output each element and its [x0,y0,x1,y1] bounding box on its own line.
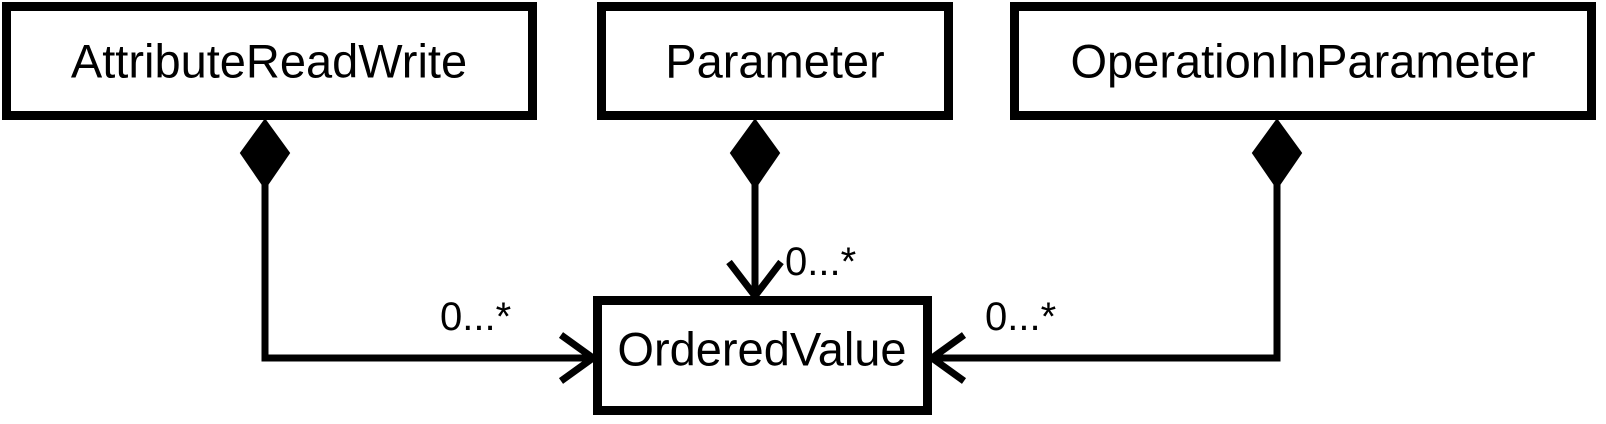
open-arrowhead-icon [726,259,784,302]
class-box-outline [597,2,953,120]
class-name-label: OrderedValue [617,322,906,375]
association-line [261,182,594,362]
composition-diamond-icon [1251,118,1303,190]
open-arrowhead-icon [558,332,599,384]
class-box-attribute-read-write[interactable]: AttributeReadWrite [2,2,537,120]
class-name-label: Parameter [665,34,884,87]
multiplicity-label: 0...* [785,240,856,284]
class-name-label: OperationInParameter [1070,34,1535,87]
association-attribute-read-write-to-ordered-value[interactable]: 0...* [239,118,599,384]
association-parameter-to-ordered-value[interactable]: 0...* [726,118,856,302]
class-box-outline [1010,2,1596,120]
class-box-parameter[interactable]: Parameter [597,2,953,120]
composition-diamond-icon [729,118,781,190]
composition-diamond-icon [239,118,291,190]
association-line [931,182,1281,362]
class-box-operation-in-parameter[interactable]: OperationInParameter [1010,2,1596,120]
class-box-outline [593,296,932,415]
class-box-ordered-value[interactable]: OrderedValue [593,296,932,415]
class-box-outline [2,2,537,120]
multiplicity-label: 0...* [440,295,511,339]
multiplicity-label: 0...* [985,295,1056,339]
open-arrowhead-icon [926,332,967,384]
association-operation-in-parameter-to-ordered-value[interactable]: 0...* [926,118,1303,384]
class-name-label: AttributeReadWrite [71,34,467,87]
